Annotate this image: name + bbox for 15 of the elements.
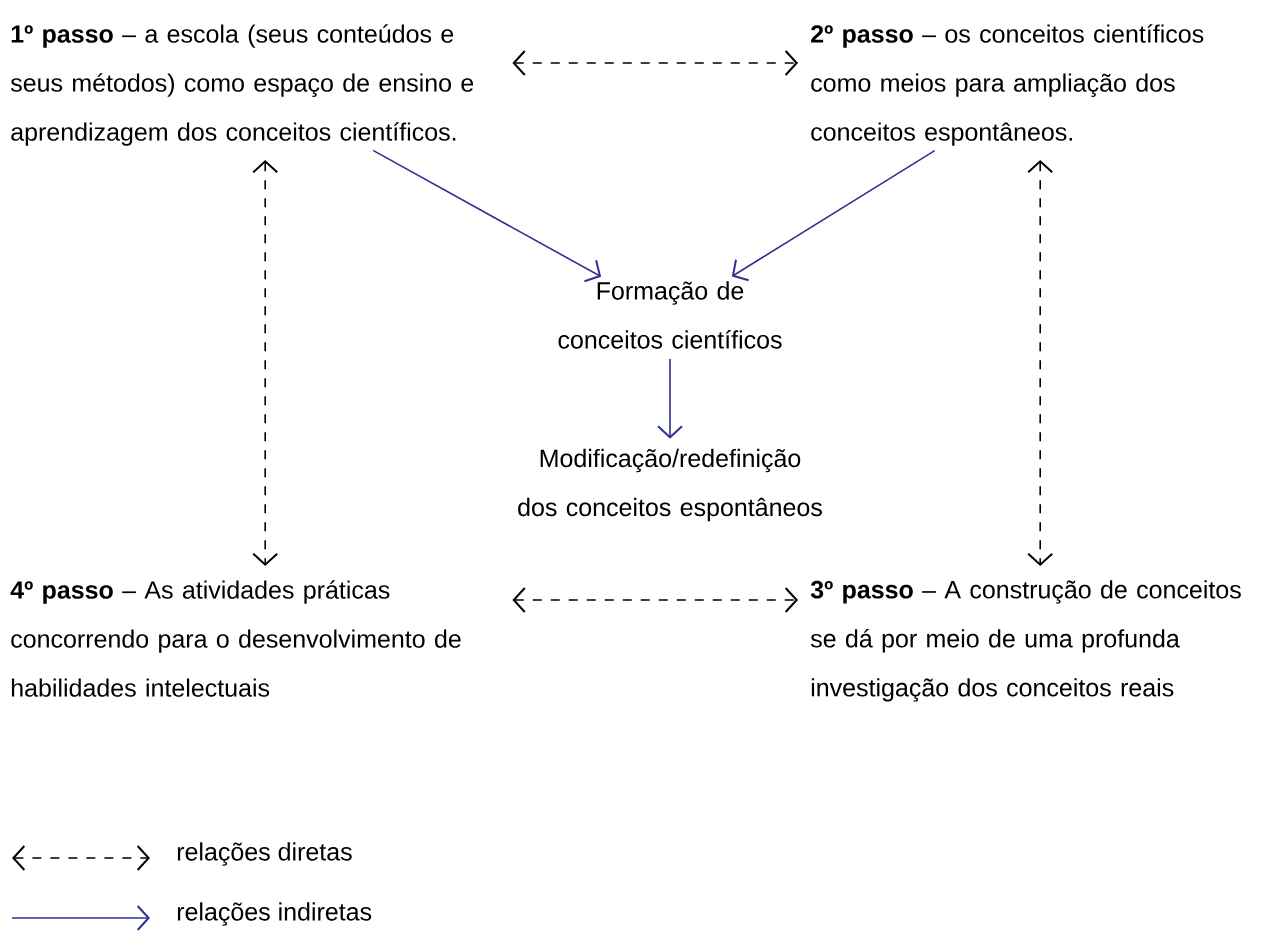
step-text: 4º passo – As atividades práticas concorrendo para o desenvolvimento de habilidades intelectuais: [10, 580, 461, 697]
arrow: [512, 50, 798, 76]
arrow: [1027, 160, 1054, 566]
arrow: [731, 149, 936, 282]
step-text: 1º passo – a escola (seus conteúdos e seus métodos) como espaço de ensino e aprendizagem dos conceitos científicos.: [10, 24, 474, 146]
step-text: 2º passo – os conceitos científicos como meios para ampliação dos conceitos espontâneos.: [811, 24, 1204, 146]
legend-label: relações indiretas: [177, 902, 372, 926]
concept-text: Formação de conceitos científicos: [558, 281, 782, 349]
arrow: [372, 149, 602, 283]
arrow: [252, 160, 279, 566]
concept-text: Modificação/redefinição dos conceitos espontâneos: [518, 448, 822, 522]
legend-label: relações diretas: [177, 842, 352, 866]
step-text: 3º passo – A construção de conceitos se dá por meio de uma profunda investigação dos conceitos reais: [810, 580, 1241, 702]
arrow: [657, 358, 683, 439]
arrow: [512, 587, 798, 613]
